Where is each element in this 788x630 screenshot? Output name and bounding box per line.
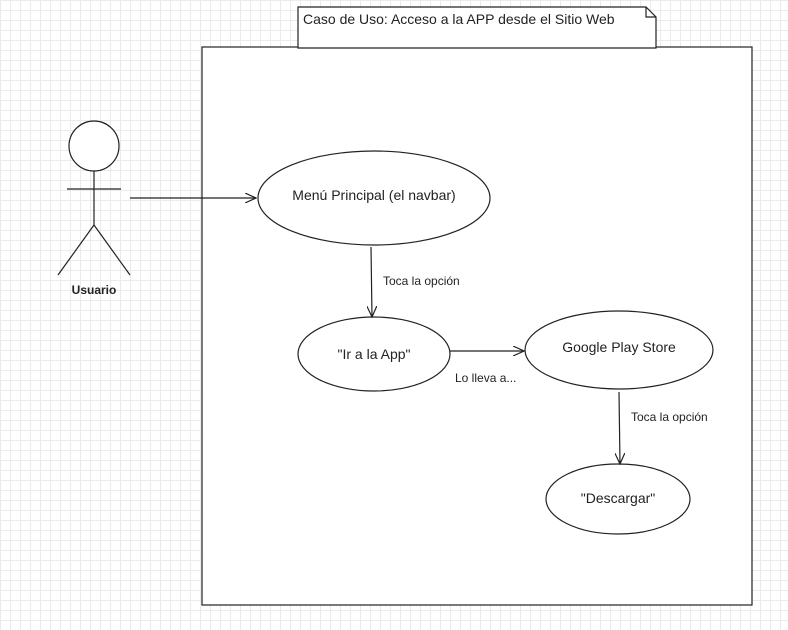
edge-label-lo-lleva: Lo lleva a... — [455, 371, 517, 385]
edge-label-toca-opcion-1: Toca la opción — [383, 274, 460, 288]
usecase-google-play-store-label: Google Play Store — [562, 339, 676, 355]
title-note-shape — [297, 6, 657, 49]
edge-label-toca-opcion-2: Toca la opción — [631, 410, 708, 424]
actor-left-leg — [57, 224, 95, 276]
system-title: Caso de Uso: Acceso a la APP desde el Si… — [303, 11, 615, 27]
usecase-descargar-label: "Descargar" — [580, 490, 656, 506]
usecase-menu-principal-label: Menú Principal (el navbar) — [292, 187, 456, 203]
title-note-fold — [645, 7, 656, 18]
usecase-menu-principal[interactable] — [257, 150, 491, 246]
actor-right-leg — [93, 224, 131, 276]
actor-label: Usuario — [71, 283, 117, 297]
usecase-ir-a-la-app-label: "Ir a la App" — [337, 346, 411, 362]
edge-menu-to-ir-app — [371, 246, 372, 317]
actor-figure[interactable] — [57, 120, 131, 276]
edge-store-to-descargar — [619, 391, 620, 464]
actor-head — [68, 120, 120, 172]
usecase-google-play-store[interactable] — [524, 310, 714, 390]
